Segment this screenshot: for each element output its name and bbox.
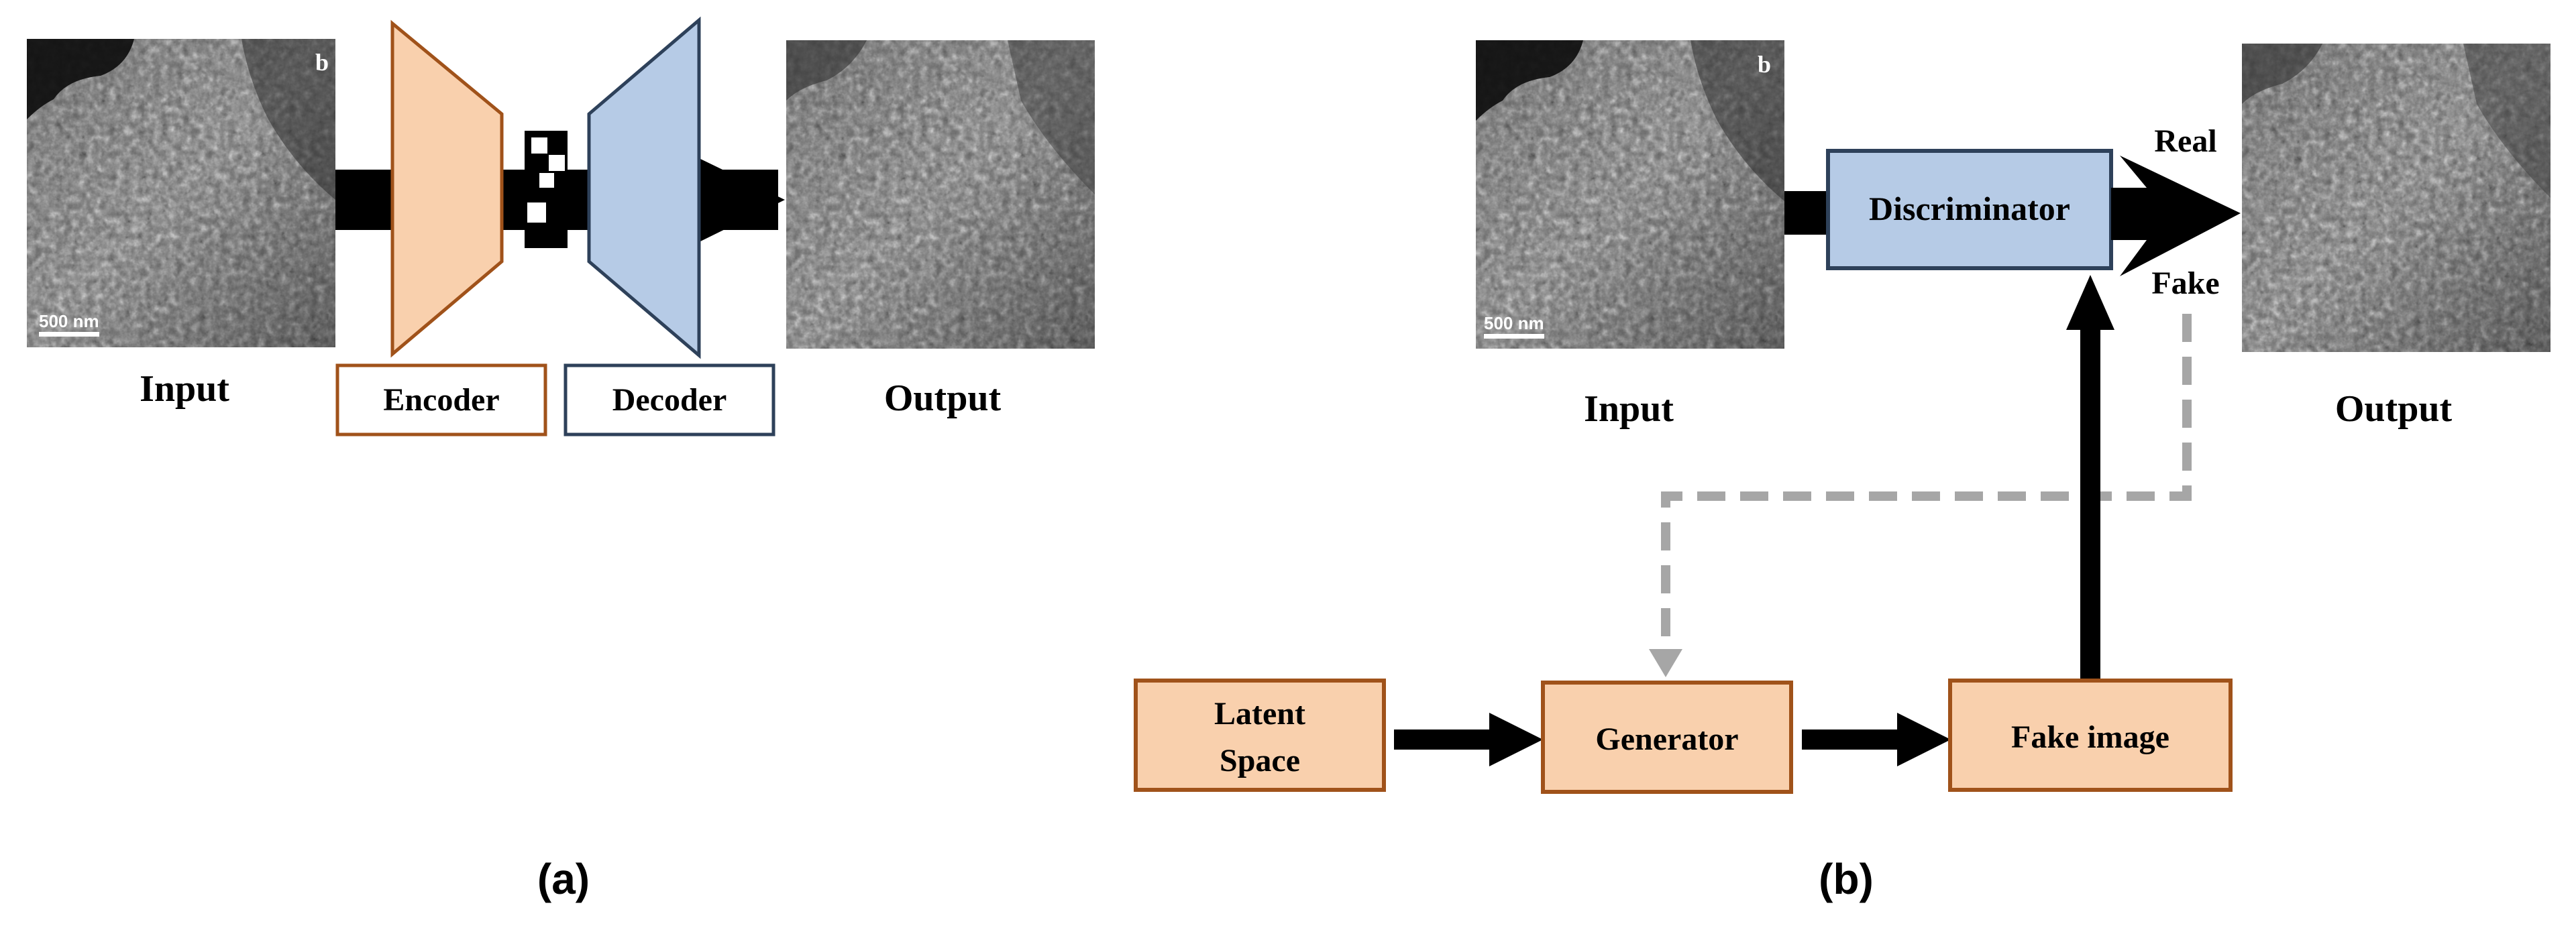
generator-to-fake-image-head <box>1897 713 1951 766</box>
discriminator-output-arrow <box>2111 156 2241 276</box>
panel-a-scalebar-label: 500 nm <box>39 311 99 331</box>
panel-a-caption: (a) <box>537 855 590 903</box>
decoder-trapezoid <box>587 16 701 359</box>
panel-b-output-label: Output <box>2335 388 2453 430</box>
input-to-discriminator-bar <box>1784 191 1828 235</box>
panel-b-output-image <box>2242 44 2551 352</box>
latent-space-label-line1: Latent <box>1214 696 1305 732</box>
panel-a: b 500 nm Input Output <box>27 16 1095 903</box>
generator-box <box>1541 681 1793 794</box>
fake-image-box <box>1948 679 2233 792</box>
feedback-dashed-line <box>1661 314 2192 660</box>
panel-b-caption: (b) <box>1819 855 1874 903</box>
encoder-label-box <box>335 363 547 436</box>
fake-image-to-discriminator-head <box>2066 275 2114 330</box>
discriminator-box <box>1826 149 2113 270</box>
latent-space-box <box>1134 679 1386 792</box>
panel-b-scalebar <box>1484 334 1544 339</box>
panel-a-input-label: Input <box>140 368 229 410</box>
panel-a-output-arrowhead <box>698 158 785 243</box>
decoder-label: Decoder <box>612 382 727 418</box>
latent-to-generator-head <box>1489 713 1543 766</box>
latent-to-generator-shaft <box>1394 729 1491 750</box>
fake-image-label: Fake image <box>2011 719 2169 755</box>
fake-image-to-discriminator-shaft <box>2080 329 2100 681</box>
panel-a-output-label: Output <box>884 377 1002 419</box>
latent-code-grid <box>525 131 568 248</box>
fake-label: Fake <box>2151 266 2219 301</box>
panel-b-letter: b <box>1758 51 1771 78</box>
panel-b-scalebar-label: 500 nm <box>1484 313 1544 333</box>
encoder-label: Encoder <box>383 382 499 418</box>
panel-a-input-image: b 500 nm <box>27 39 335 347</box>
panel-a-scalebar <box>39 332 99 337</box>
generator-to-fake-image-shaft <box>1802 729 1899 750</box>
panel-a-output-image <box>786 40 1095 349</box>
encoder-trapezoid <box>390 19 504 358</box>
generator-label: Generator <box>1595 721 1738 757</box>
panel-b-input-label: Input <box>1584 388 1674 430</box>
panel-a-letter: b <box>315 49 329 76</box>
panel-b: b 500 nm Discriminator Real Fake Input O… <box>1134 40 2551 903</box>
real-label: Real <box>2154 123 2216 159</box>
latent-space-label-line2: Space <box>1220 743 1300 778</box>
discriminator-label: Discriminator <box>1869 190 2070 227</box>
decoder-label-box <box>564 363 775 436</box>
feedback-arrowhead <box>1649 649 1682 677</box>
panel-b-input-image: b 500 nm <box>1476 40 1784 349</box>
